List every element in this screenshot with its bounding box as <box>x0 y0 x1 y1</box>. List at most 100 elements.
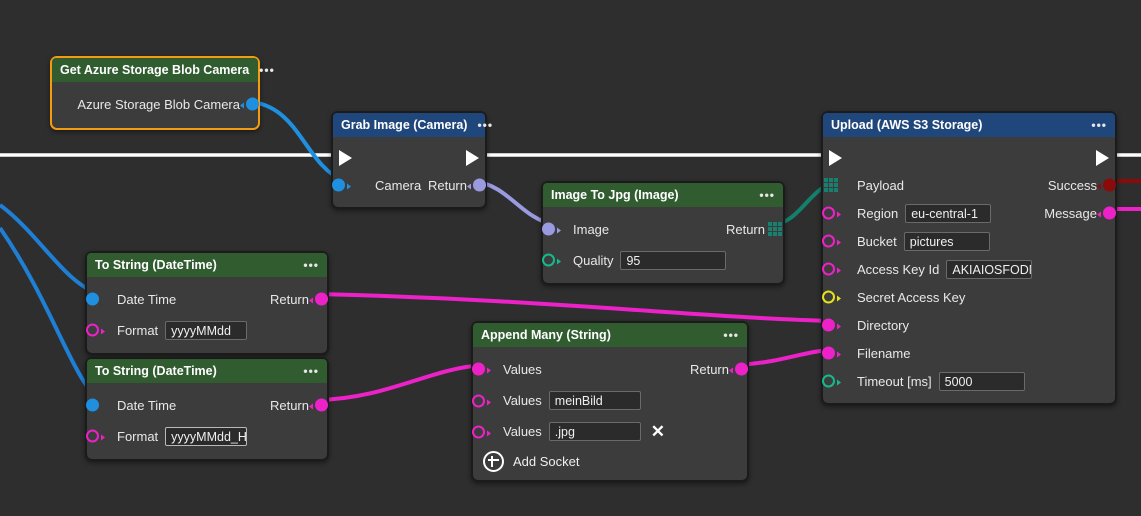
port-row-append-values-1: Values Return <box>472 353 748 385</box>
node-upload-aws-s3-storage[interactable]: Upload (AWS S3 Storage) ••• Payload Succ… <box>821 111 1117 405</box>
exec-out-arrow-icon[interactable] <box>466 150 479 166</box>
port-label-upload-access-key: Access Key Id <box>857 261 940 277</box>
node-title: To String (DateTime) <box>95 364 217 378</box>
node-header[interactable]: To String (DateTime) ••• <box>87 253 327 277</box>
exec-in-arrow-icon[interactable] <box>339 150 352 166</box>
wire-datetime-1 <box>0 203 99 296</box>
node-body: Date Time Return Format yyyyMMdd <box>86 277 328 353</box>
port-row-upload-payload: Payload Success <box>823 171 1116 199</box>
port-upload-bucket-input[interactable] <box>822 234 841 248</box>
port-label-upload-payload: Payload <box>857 177 904 193</box>
port-append-values-input[interactable] <box>472 362 491 376</box>
node-header[interactable]: Upload (AWS S3 Storage) ••• <box>823 113 1115 137</box>
node-append-many-string[interactable]: Append Many (String) ••• Values Return V… <box>471 321 749 482</box>
port-datetime-input[interactable] <box>86 292 99 306</box>
node-body: Values Return Values meinBild Values .jp… <box>472 347 748 480</box>
add-socket-button[interactable]: Add Socket <box>473 447 747 472</box>
port-upload-timeout-input[interactable] <box>822 374 841 388</box>
port-label-upload-secret-key: Secret Access Key <box>857 289 966 305</box>
port-append-values-input[interactable] <box>472 425 491 438</box>
exec-out-arrow-icon[interactable] <box>1096 150 1109 166</box>
port-row-upload-timeout: Timeout [ms] 5000 <box>822 367 1115 395</box>
port-label-grab-camera: Camera <box>375 177 422 193</box>
port-label-append-values: Values <box>503 361 542 377</box>
node-menu-icon[interactable]: ••• <box>303 364 319 378</box>
port-format-input[interactable] <box>86 429 105 443</box>
node-get-azure-storage-blob-camera[interactable]: Get Azure Storage Blob Camera ••• Azure … <box>50 56 274 130</box>
node-header[interactable]: Append Many (String) ••• <box>473 323 747 347</box>
node-body: Image Return Quality 95 <box>542 207 783 283</box>
node-body: Date Time Return Format yyyyMMdd_HH <box>86 383 328 459</box>
port-azure-camera-output[interactable] <box>240 97 259 111</box>
port-datetime-return-output[interactable] <box>309 398 328 412</box>
port-upload-directory-input[interactable] <box>822 318 841 332</box>
port-jpg-image-input[interactable] <box>542 222 561 236</box>
port-label-jpg-image: Image <box>573 221 610 237</box>
port-jpg-quality-input[interactable] <box>542 253 561 267</box>
port-grab-camera-input[interactable] <box>332 178 351 192</box>
node-title: Get Azure Storage Blob Camera <box>60 63 250 77</box>
port-row-datetime-1: Date Time Return <box>86 283 328 315</box>
append-value-input-3[interactable]: .jpg <box>548 422 641 441</box>
node-title: Grab Image (Camera) <box>341 118 468 132</box>
exec-in-arrow-icon[interactable] <box>829 150 842 166</box>
port-row-datetime-2: Date Time Return <box>86 389 328 421</box>
port-label-append-return: Return <box>689 361 729 377</box>
add-socket-label: Add Socket <box>513 454 580 469</box>
node-to-string-datetime-1[interactable]: To String (DateTime) ••• Date Time Retur… <box>85 251 329 355</box>
node-menu-icon[interactable]: ••• <box>1091 118 1107 132</box>
wire-directory <box>317 292 837 323</box>
port-append-values-input[interactable] <box>472 394 491 407</box>
port-label-datetime-return: Return <box>269 291 309 307</box>
node-image-to-jpg[interactable]: Image To Jpg (Image) ••• Image Return Qu… <box>541 181 785 285</box>
region-input[interactable]: eu-central-1 <box>905 203 992 223</box>
node-to-string-datetime-2[interactable]: To String (DateTime) ••• Date Time Retur… <box>85 357 329 461</box>
port-datetime-return-output[interactable] <box>309 292 328 306</box>
node-menu-icon[interactable]: ••• <box>759 188 775 202</box>
port-row-append-values-3: Values .jpg ✕ <box>472 416 747 447</box>
append-value-input-2[interactable]: meinBild <box>548 391 641 410</box>
port-upload-payload-array-icon[interactable] <box>824 178 838 192</box>
port-upload-access-key-input[interactable] <box>822 262 841 276</box>
port-format-input[interactable] <box>86 323 105 337</box>
port-upload-region-input[interactable] <box>822 206 841 220</box>
port-row-upload-filename: Filename <box>822 339 1115 367</box>
timeout-input[interactable]: 5000 <box>938 371 1025 391</box>
port-row-upload-directory: Directory <box>822 311 1115 339</box>
format-input[interactable]: yyyyMMdd <box>165 320 248 340</box>
port-grab-return-output[interactable] <box>467 178 486 192</box>
node-title: Append Many (String) <box>481 328 611 342</box>
port-label-datetime: Date Time <box>117 291 177 307</box>
node-menu-icon[interactable]: ••• <box>477 118 494 132</box>
remove-socket-icon[interactable]: ✕ <box>650 422 666 441</box>
access-key-id-input[interactable]: AKIAIOSFODNN7EXAMPLE <box>946 259 1033 279</box>
node-header[interactable]: To String (DateTime) ••• <box>87 359 327 383</box>
port-upload-message-output[interactable] <box>1097 206 1116 220</box>
port-append-return-output[interactable] <box>729 362 748 376</box>
node-menu-icon[interactable]: ••• <box>303 258 319 272</box>
port-row-upload-access-key: Access Key Id AKIAIOSFODNN7EXAMPLE <box>822 255 1115 283</box>
node-grab-image-camera[interactable]: Grab Image (Camera) ••• Camera Return <box>331 111 492 209</box>
port-row-azure-camera-out: Azure Storage Blob Camera <box>52 88 259 120</box>
bucket-input[interactable]: pictures <box>903 231 990 251</box>
port-label-append-values: Values <box>503 424 542 439</box>
port-jpg-return-array-icon[interactable] <box>768 222 782 236</box>
wire-append-values <box>317 363 485 402</box>
node-menu-icon[interactable]: ••• <box>723 328 739 342</box>
port-row-upload-secret-key: Secret Access Key <box>822 283 1115 311</box>
node-header[interactable]: Get Azure Storage Blob Camera ••• <box>52 58 274 82</box>
quality-input[interactable]: 95 <box>620 250 727 270</box>
node-body: Payload Success Region eu-central-1 Mess… <box>822 137 1116 403</box>
format-input[interactable]: yyyyMMdd_HH <box>165 426 248 446</box>
port-row-format-2: Format yyyyMMdd_HH <box>86 421 327 451</box>
port-datetime-input[interactable] <box>86 398 99 412</box>
node-header[interactable]: Grab Image (Camera) ••• <box>333 113 492 137</box>
port-upload-secret-key-input[interactable] <box>822 290 841 304</box>
port-label-datetime: Date Time <box>117 397 177 413</box>
node-header[interactable]: Image To Jpg (Image) ••• <box>543 183 783 207</box>
port-label-upload-filename: Filename <box>857 345 911 361</box>
port-upload-success-output[interactable] <box>1097 178 1116 192</box>
port-upload-filename-input[interactable] <box>822 346 841 360</box>
node-menu-icon[interactable]: ••• <box>259 63 275 77</box>
